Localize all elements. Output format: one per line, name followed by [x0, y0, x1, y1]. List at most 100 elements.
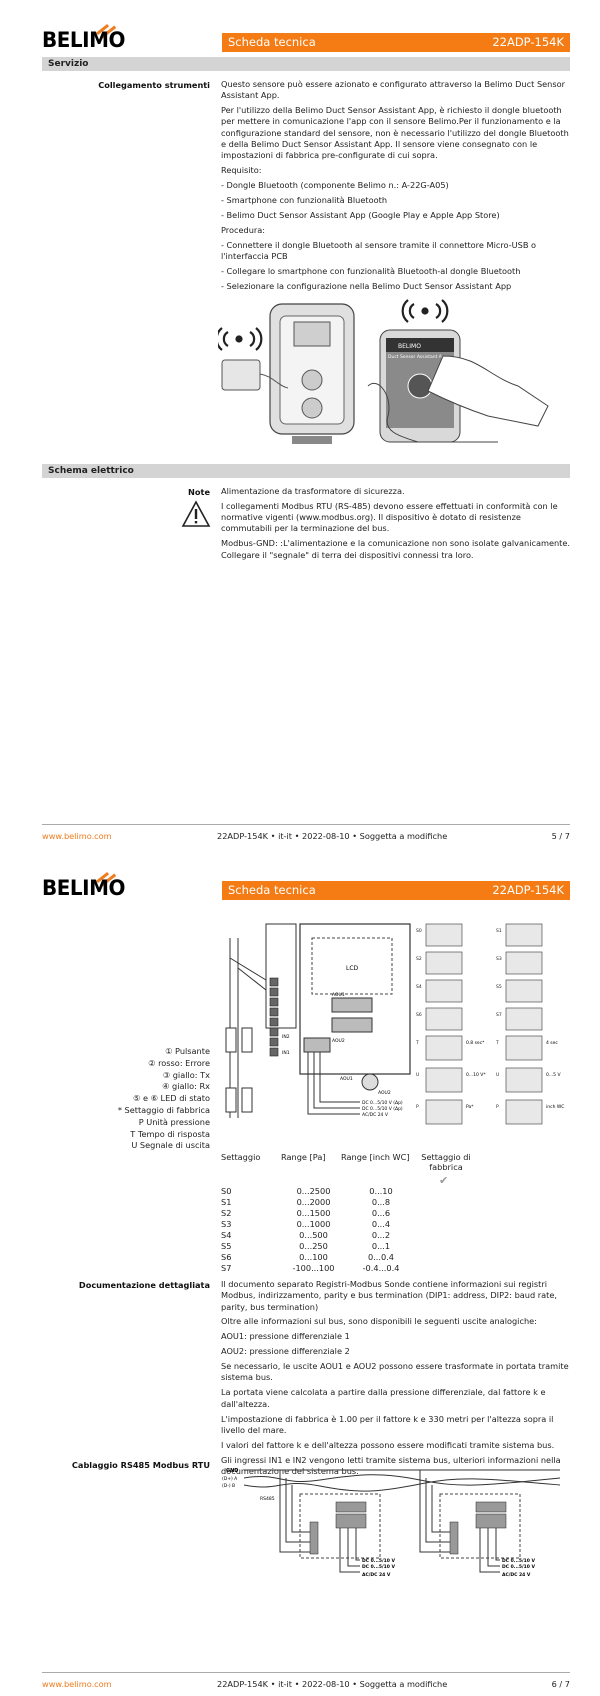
svg-text:S0: S0 — [416, 928, 422, 934]
para: Oltre alle informazioni sul bus, sono di… — [221, 1316, 537, 1327]
svg-text:U: U — [496, 1072, 499, 1078]
svg-text:DC 0...5/10 V (Δp): DC 0...5/10 V (Δp) — [362, 1100, 403, 1106]
svg-text:S6: S6 — [416, 1012, 422, 1018]
svg-text:S5: S5 — [496, 984, 502, 990]
svg-text:AOU2: AOU2 — [332, 1038, 345, 1044]
svg-text:S4: S4 — [416, 984, 422, 990]
svg-text:0.8 sec*: 0.8 sec* — [466, 1040, 485, 1046]
svg-text:(D-) B: (D-) B — [222, 1483, 235, 1489]
header-title: Scheda tecnica — [228, 883, 316, 897]
list-item: - Connettere il dongle Bluetooth al sens… — [221, 239, 537, 262]
bluetooth-illustration: BELIMO Duct Sensor Assistant App — [218, 299, 549, 444]
para: I valori del fattore k e dell'altezza po… — [221, 1439, 555, 1450]
legend-item: ⑤ e ⑥ LED di stato — [133, 1093, 210, 1104]
footer: www.belimo.com 22ADP-154K • it-it • 2022… — [42, 1672, 570, 1689]
note-text: Alimentazione da trasformatore di sicure… — [221, 486, 571, 565]
svg-text:T: T — [495, 1040, 499, 1046]
legend-item: ② rosso: Errore — [148, 1057, 210, 1068]
table-row: S7-100...100-0.4...0.4 — [221, 1262, 400, 1273]
svg-text:S1: S1 — [496, 928, 502, 934]
section-schema: Schema elettrico — [42, 464, 570, 478]
label-collegamento: Collegamento strumenti — [98, 80, 210, 90]
legend-item: U Segnale di uscita — [131, 1140, 210, 1151]
svg-text:IN2: IN2 — [282, 1034, 290, 1040]
footer-link[interactable]: www.belimo.com — [42, 831, 112, 841]
svg-text:U: U — [416, 1072, 419, 1078]
svg-text:(D+) A: (D+) A — [222, 1476, 238, 1482]
footer: www.belimo.com 22ADP-154K • it-it • 2022… — [42, 824, 570, 841]
para: La portata viene calcolata a partire dal… — [221, 1387, 546, 1409]
svg-text:RS485: RS485 — [260, 1496, 275, 1502]
list-item: - Selezionare la configurazione nella Be… — [221, 280, 512, 291]
legend-item: P Unità pressione — [138, 1116, 210, 1127]
svg-text:AOU1: AOU1 — [340, 1076, 353, 1082]
svg-text:DC 0...5/10 V: DC 0...5/10 V — [362, 1558, 395, 1564]
svg-text:DC 0...5/10 V: DC 0...5/10 V — [502, 1564, 535, 1570]
rs485-wiring-diagram: GND (D+) A (D-) B RS485 DC 0...5/10 VDC … — [222, 1468, 561, 1578]
para: AOU2: pressione differenziale 2 — [221, 1346, 350, 1357]
belimo-logo: BELIMO — [42, 22, 125, 52]
legend-item: ③ giallo: Tx — [162, 1069, 210, 1080]
header-title: Scheda tecnica — [228, 35, 316, 49]
svg-text:AC/DC 24 V: AC/DC 24 V — [362, 1112, 389, 1118]
para: Questo sensore può essere azionato e con… — [221, 79, 566, 101]
warning-icon — [181, 500, 211, 527]
phone-brand: BELIMO — [398, 343, 421, 350]
note-line: Modbus-GND: :L'alimentazione e la comuni… — [221, 538, 571, 560]
list-item: - Smartphone con funzionalità Bluetooth — [221, 195, 388, 206]
para: Il documento separato Registri-Modbus So… — [221, 1279, 558, 1312]
para: Se necessario, le uscite AOU1 e AOU2 pos… — [221, 1361, 569, 1383]
proc-title: Procedura: — [221, 224, 266, 235]
svg-text:T: T — [415, 1040, 419, 1046]
svg-text:S3: S3 — [496, 956, 502, 962]
documentazione-text: Il documento separato Registri-Modbus So… — [221, 1279, 571, 1481]
footer-page: 6 / 7 — [551, 1679, 570, 1689]
label-cablaggio: Cablaggio RS485 Modbus RTU — [71, 1460, 210, 1470]
svg-text:S7: S7 — [496, 1012, 502, 1018]
phone-app: Duct Sensor Assistant App — [388, 354, 448, 360]
svg-text:AC/DC 24 V: AC/DC 24 V — [502, 1572, 531, 1578]
svg-text:AOU2: AOU2 — [378, 1090, 391, 1096]
note-line: Alimentazione da trasformatore di sicure… — [221, 486, 405, 496]
para: Per l'utilizzo della Belimo Duct Sensor … — [221, 105, 569, 161]
svg-text:DC 0...5/10 V: DC 0...5/10 V — [502, 1558, 535, 1564]
header-product: 22ADP-154K — [492, 35, 564, 49]
list-item: - Belimo Duct Sensor Assistant App (Goog… — [221, 209, 500, 220]
legend-item: * Settaggio di fabbrica — [117, 1104, 210, 1115]
para: L'impostazione di fabbrica è 1.00 per il… — [221, 1413, 554, 1435]
legend-item: T Tempo di risposta — [130, 1128, 210, 1139]
footer-doc: 22ADP-154K • it-it • 2022-08-10 • Sogget… — [217, 831, 448, 841]
header-title-bar: Scheda tecnica 22ADP-154K — [222, 881, 570, 900]
svg-text:IN1: IN1 — [282, 1050, 290, 1056]
wifi-signal-icon — [218, 327, 263, 351]
svg-text:GND: GND — [226, 1468, 238, 1474]
footer-link[interactable]: www.belimo.com — [42, 1679, 112, 1689]
svg-text:0...5 V: 0...5 V — [546, 1072, 561, 1078]
legend-item: ① Pulsante — [165, 1046, 210, 1056]
header-title-bar: Scheda tecnica 22ADP-154K — [222, 33, 570, 52]
section-servizio: Servizio — [42, 57, 570, 71]
svg-text:P: P — [496, 1104, 499, 1110]
footer-page: 5 / 7 — [551, 831, 570, 841]
legend-item: ④ giallo: Rx — [162, 1081, 210, 1092]
label-note: Note — [188, 487, 210, 497]
svg-text:4 sec: 4 sec — [546, 1040, 558, 1046]
collegamento-text: Questo sensore può essere azionato e con… — [221, 79, 571, 296]
svg-text:P: P — [416, 1104, 419, 1110]
dongle — [221, 359, 261, 391]
check-icon: ✔ — [439, 1174, 449, 1187]
label-documentazione: Documentazione dettagliata — [78, 1280, 210, 1290]
para: Gli ingressi IN1 e IN2 vengono letti tra… — [221, 1454, 561, 1476]
header-product: 22ADP-154K — [492, 883, 564, 897]
svg-text:0...10 V*: 0...10 V* — [466, 1072, 486, 1078]
belimo-logo: BELIMO — [42, 870, 125, 900]
svg-text:DC 0...5/10 V: DC 0...5/10 V — [362, 1564, 395, 1570]
